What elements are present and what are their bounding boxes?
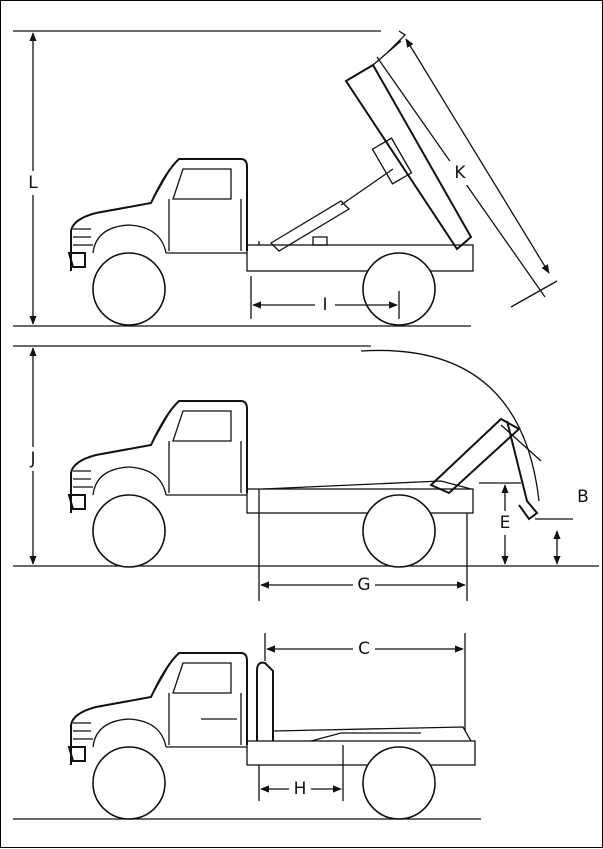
front-wheel bbox=[92, 252, 166, 326]
label-H: H bbox=[294, 779, 307, 799]
front-wheel bbox=[92, 746, 166, 820]
label-L: L bbox=[28, 173, 38, 193]
label-J: J bbox=[29, 449, 35, 469]
label-I: I bbox=[322, 295, 327, 315]
view-hook-extended: J E B G bbox=[13, 345, 599, 601]
front-wheel bbox=[92, 494, 166, 568]
label-C: C bbox=[358, 639, 370, 659]
label-K: K bbox=[454, 163, 466, 183]
rear-wheel bbox=[362, 494, 436, 568]
label-E: E bbox=[500, 513, 511, 533]
rear-wheel bbox=[362, 746, 436, 820]
label-B: B bbox=[577, 487, 589, 507]
label-G: G bbox=[357, 575, 370, 595]
view-dumped: L K I bbox=[13, 30, 558, 327]
view-stowed: C H bbox=[13, 633, 481, 820]
